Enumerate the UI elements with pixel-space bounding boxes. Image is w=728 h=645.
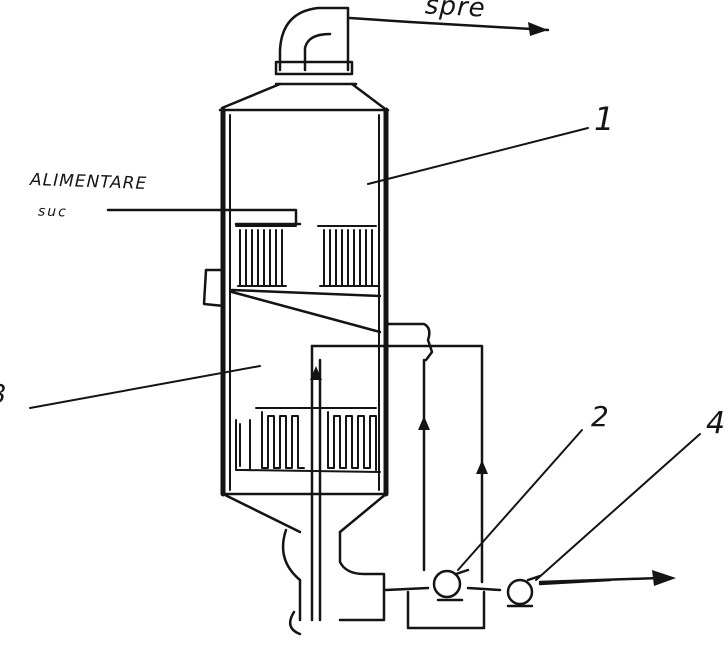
pump-2 — [432, 568, 470, 602]
discharge-arrow — [538, 570, 676, 586]
top-elbow-pipe — [274, 6, 412, 76]
part-2-label: 2 — [591, 400, 609, 433]
part-3-label: 3 — [0, 380, 7, 410]
feed-label: ALIMENTARE — [29, 169, 148, 195]
flow-arrows — [310, 366, 488, 474]
outlet-label: spre — [424, 0, 487, 24]
top-cone — [218, 82, 390, 112]
pump-4 — [506, 574, 542, 608]
side-nozzle — [202, 268, 226, 308]
upper-tube-bundle-left — [235, 225, 297, 287]
part-1-label: 1 — [594, 100, 615, 138]
separator-plate — [230, 288, 382, 334]
part-4-label: 4 — [706, 406, 726, 441]
feed-pipe — [106, 208, 302, 226]
column-shell — [220, 107, 389, 497]
recirculation-loop — [310, 322, 484, 622]
outlet-arrow — [408, 20, 550, 36]
feed-sublabel: suc — [37, 203, 69, 221]
bottom-cone — [221, 492, 388, 636]
leader-lines — [29, 127, 701, 581]
pump-piping — [384, 578, 612, 630]
lower-tube-bundle — [235, 407, 381, 473]
upper-tube-bundle-right — [317, 225, 379, 287]
